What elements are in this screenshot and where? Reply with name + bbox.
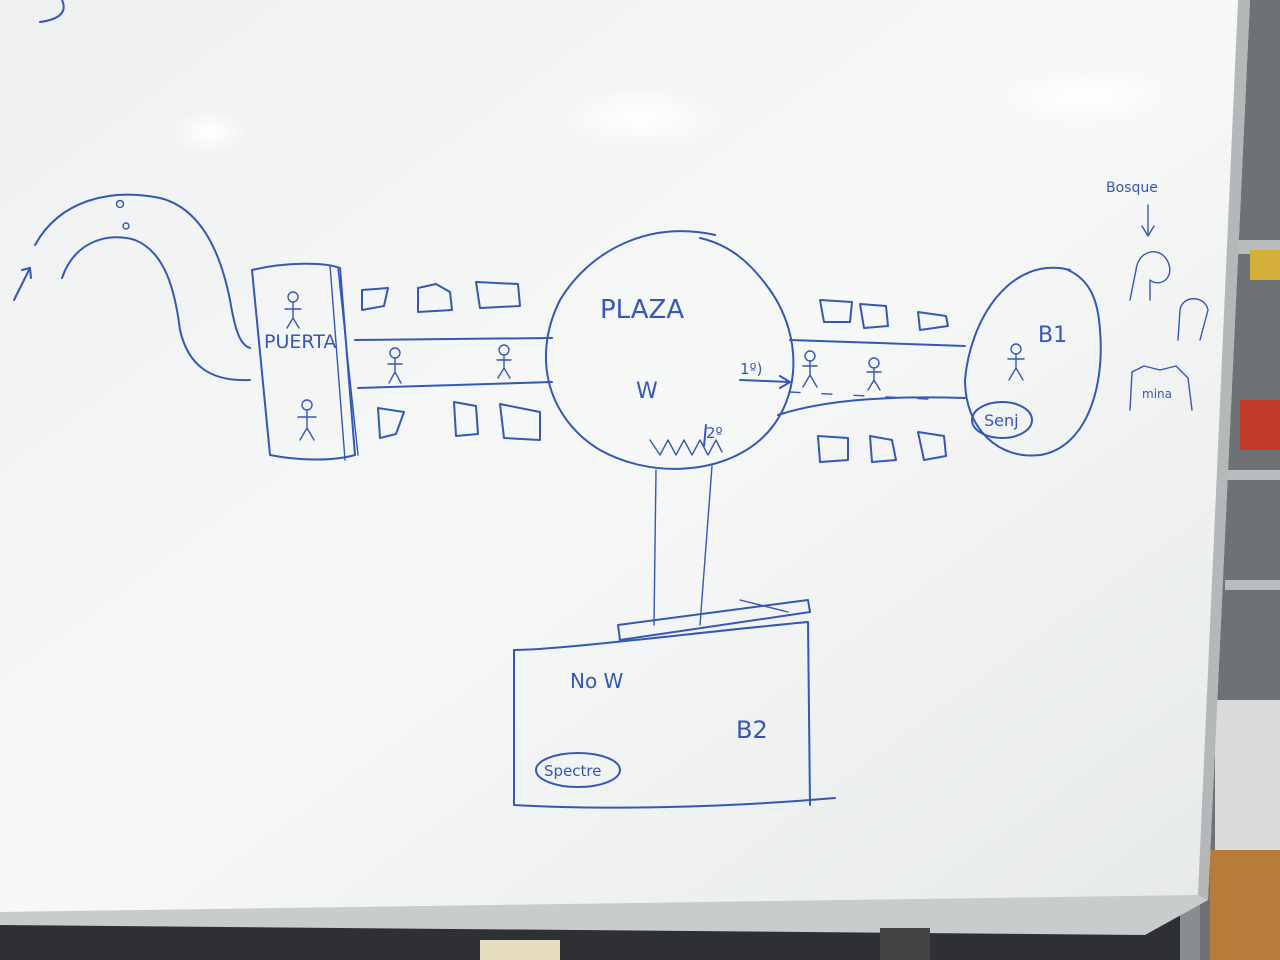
stick-figure: [284, 291, 302, 329]
road-west: [354, 281, 553, 441]
plaza-label: PLAZA: [600, 295, 684, 325]
stick-figure: [496, 344, 512, 379]
stick-figure: [387, 347, 403, 384]
b1-label: B1: [1038, 323, 1067, 348]
mina-label: mina: [1142, 387, 1172, 401]
corner-fragment: [39, 0, 65, 23]
no-w-label: No W: [570, 669, 624, 693]
whiteboard: [0, 0, 1250, 960]
puerta-gate: PUERTA: [251, 262, 359, 461]
house-row-bottom: [377, 401, 541, 441]
bosque-area: Bosque mina: [1106, 180, 1209, 411]
house-row-top: [361, 281, 521, 313]
puerta-label: PUERTA: [264, 331, 336, 353]
b1-zone: B1 Senj: [964, 267, 1102, 457]
second-exit-label: 2º: [706, 424, 723, 442]
first-exit-label: 1º): [740, 360, 762, 378]
stick-figure: [866, 357, 882, 391]
house-row-top-east: [819, 299, 949, 331]
bosque-label: Bosque: [1106, 180, 1158, 196]
road-south: [653, 465, 713, 626]
stick-figure: [297, 399, 317, 441]
plaza-w-label: W: [636, 379, 658, 404]
b2-building: No W B2 Spectre: [513, 599, 836, 809]
b2-label: B2: [736, 716, 768, 744]
house-row-bottom-east: [817, 431, 947, 463]
stick-figure: [1007, 343, 1025, 381]
spectre-label: Spectre: [544, 762, 601, 780]
stick-figure: [802, 350, 818, 388]
road-east: [777, 299, 966, 463]
senj-label: Senj: [984, 411, 1019, 430]
entry-path: [13, 193, 251, 382]
plaza-circle: PLAZA W 1º) 2º: [545, 230, 795, 470]
